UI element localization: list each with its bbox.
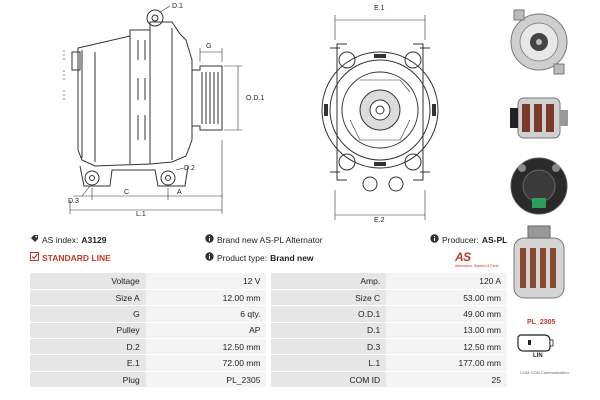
plug-code: PL_2305 [527,319,556,326]
spec-label: G [30,305,146,323]
spec-label: Size C [270,289,387,307]
spec-value: 72.00 mm [145,354,267,372]
spec-label: D.2 [30,338,146,356]
photo-strip [508,0,600,400]
spec-value: 25 [386,371,507,389]
alternator-photo-angle[interactable] [508,222,570,312]
label-a: A [177,189,182,196]
com-strip: COM COM Communication [520,370,569,375]
producer: Producer: AS-PL [430,234,507,245]
spec-label: D.3 [270,338,387,356]
logo-text: AS [455,250,471,264]
as-index-label: AS index: [42,234,79,245]
info-row-secondary: STANDARD LINE Product type: Brand new [30,252,510,266]
label-d2: D.2 [184,165,195,172]
spec-spacer [266,322,271,340]
technical-drawing: D.1 G O.D.1 D.2 D.3 C A L.1 E.1 E.2 [0,0,505,228]
logo-subtitle: Alternators, Starters & Parts [455,264,499,268]
spec-spacer [266,371,271,389]
plug-connector-icon [517,334,554,352]
label-od1: O.D.1 [246,95,264,102]
spec-spacer [266,273,271,290]
spec-value: 49.00 mm [386,305,507,323]
product-type: Product type: Brand new [205,252,314,263]
alternator-photo-rear[interactable] [508,154,570,218]
alternator-photo-front[interactable] [508,2,570,82]
as-index-value: A3129 [81,234,107,245]
producer-value: AS-PL [481,234,508,245]
spec-label: Amp. [270,273,387,290]
product-type-value: Brand new [270,252,314,263]
spec-value: 53.00 mm [386,289,507,307]
label-e2: E.2 [374,217,385,224]
spec-value: 6 qty. [145,305,267,323]
info-icon [205,252,214,263]
tag-icon [30,234,39,245]
spec-label: Plug [30,371,146,389]
spec-spacer [266,354,271,372]
standard-line: STANDARD LINE [30,252,111,263]
info-icon [205,234,214,245]
label-l1: L.1 [136,211,146,218]
info-icon [430,234,439,245]
product-title-text: Brand new AS-PL Alternator [217,234,323,245]
plug-diagram [514,333,554,363]
spec-label: E.1 [30,354,146,372]
spec-label: L.1 [270,354,387,372]
label-c: C [124,189,129,196]
spec-spacer [266,305,271,323]
product-type-label: Product type: [217,252,268,263]
alternator-photo-side[interactable] [508,86,570,150]
label-d1: D.1 [172,3,183,10]
as-logo: AS Alternators, Starters & Parts [455,250,507,272]
spec-label: O.D.1 [270,305,387,323]
spec-label: Size A [30,289,146,307]
drawing-svg: D.1 G O.D.1 D.2 D.3 C A L.1 E.1 E.2 [63,3,439,224]
spec-value: 12.50 mm [386,338,507,356]
spec-label: COM ID [270,371,387,389]
standard-line-text: STANDARD LINE [42,252,111,263]
spec-value: 177.00 mm [386,354,507,372]
spec-spacer [266,289,271,307]
info-row-primary: AS index: A3129 Brand new AS-PL Alternat… [30,234,510,248]
spec-label: Voltage [30,273,146,290]
label-d3: D.3 [68,198,79,205]
spec-value: 120 A [386,273,507,290]
spec-spacer [266,338,271,356]
checkbox-icon [30,252,39,263]
producer-label: Producer: [442,234,479,245]
spec-value: 13.00 mm [386,322,507,340]
plug-type-label: LIN [533,353,543,359]
label-g: G [206,43,211,50]
spec-value: 12.50 mm [145,338,267,356]
spec-value: AP [145,322,267,340]
spec-value: 12 V [145,273,267,290]
spec-label: D.1 [270,322,387,340]
spec-value: PL_2305 [145,371,267,389]
product-title: Brand new AS-PL Alternator [205,234,323,245]
spec-value: 12.00 mm [145,289,267,307]
spec-label: Pulley [30,322,146,340]
as-index: AS index: A3129 [30,234,106,245]
label-e1: E.1 [374,5,385,12]
